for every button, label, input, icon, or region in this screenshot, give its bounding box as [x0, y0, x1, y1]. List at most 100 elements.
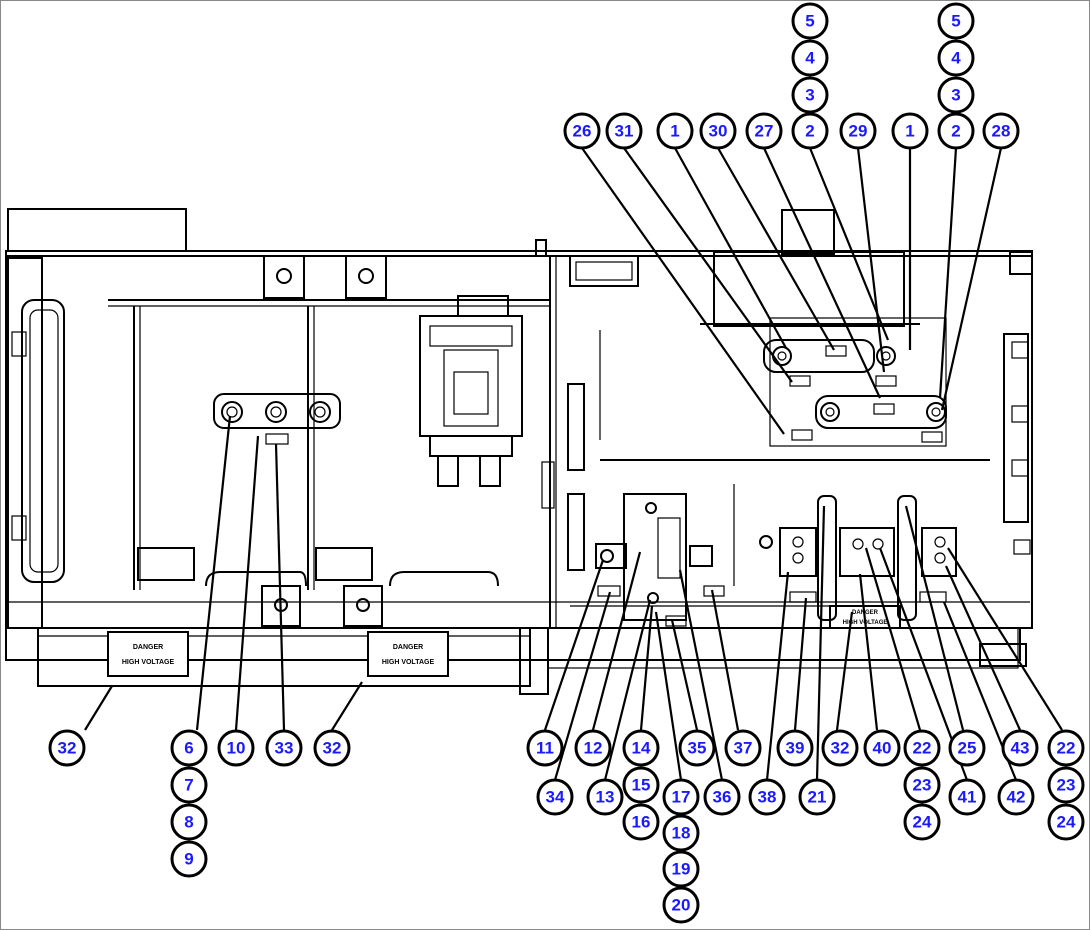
callout: 37 [724, 729, 762, 767]
callout-number: 32 [323, 739, 342, 758]
callout: 15 [622, 766, 660, 804]
callout: 1 [656, 112, 694, 150]
callout-number: 15 [632, 776, 651, 795]
callout: 5 [937, 2, 975, 40]
callout-number: 16 [632, 813, 651, 832]
callout-number: 30 [709, 122, 728, 141]
callout: 38 [748, 778, 786, 816]
callout: 29 [839, 112, 877, 150]
callout: 43 [1001, 729, 1039, 767]
callout-number: 31 [615, 122, 634, 141]
callout: 22 [1047, 729, 1085, 767]
callout: 4 [791, 39, 829, 77]
callout: 6 [170, 729, 208, 767]
callout: 42 [997, 778, 1035, 816]
callout: 34 [536, 778, 574, 816]
callout: 41 [948, 778, 986, 816]
callout-number: 20 [672, 896, 691, 915]
callout-number: 3 [805, 86, 814, 105]
callout: 13 [586, 778, 624, 816]
callout: 18 [662, 814, 700, 852]
callout: 32 [313, 729, 351, 767]
callout: 2 [791, 112, 829, 150]
callout: 23 [903, 766, 941, 804]
callout: 36 [703, 778, 741, 816]
callout-number: 26 [573, 122, 592, 141]
danger-sign [367, 631, 449, 677]
callout-number: 4 [951, 49, 961, 68]
callout: 33 [265, 729, 303, 767]
callout-number: 5 [805, 12, 814, 31]
callout: 3 [937, 76, 975, 114]
callout-number: 23 [1057, 776, 1076, 795]
callout: 35 [678, 729, 716, 767]
callout-number: 23 [913, 776, 932, 795]
callout: 21 [798, 778, 836, 816]
danger-sign-subtitle: HIGH VOLTAGE [382, 659, 435, 666]
callout-number: 27 [755, 122, 774, 141]
callout: 27 [745, 112, 783, 150]
callout: 19 [662, 850, 700, 888]
callouts: 32 6 7 8 9 10 33 32 11 34 12 13 14 15 16… [48, 2, 1085, 924]
callout-number: 43 [1011, 739, 1030, 758]
callout: 10 [217, 729, 255, 767]
callout-number: 14 [632, 739, 651, 758]
callout-number: 3 [951, 86, 960, 105]
callout: 17 [662, 778, 700, 816]
callout-number: 12 [584, 739, 603, 758]
callout-number: 5 [951, 12, 960, 31]
callout: 1 [891, 112, 929, 150]
callout: 28 [982, 112, 1020, 150]
callout-number: 22 [913, 739, 932, 758]
callout: 14 [622, 729, 660, 767]
callout: 16 [622, 803, 660, 841]
callout-number: 11 [536, 739, 554, 758]
callout-number: 9 [184, 850, 193, 869]
callout: 9 [170, 840, 208, 878]
callout-number: 28 [992, 122, 1011, 141]
callout-number: 25 [958, 739, 977, 758]
callout-number: 38 [758, 788, 777, 807]
callout: 20 [662, 886, 700, 924]
callout: 39 [776, 729, 814, 767]
callout-number: 1 [670, 122, 679, 141]
callout-number: 36 [713, 788, 732, 807]
callout-number: 1 [905, 122, 914, 141]
callout-number: 29 [849, 122, 868, 141]
callout-number: 17 [672, 788, 691, 807]
callout-number: 24 [913, 813, 932, 832]
callout: 32 [48, 729, 86, 767]
callout: 23 [1047, 766, 1085, 804]
callout-number: 33 [275, 739, 294, 758]
danger-sign-title: DANGER [133, 644, 163, 651]
callout-number: 35 [688, 739, 707, 758]
callout-number: 2 [951, 122, 960, 141]
callout: 26 [563, 112, 601, 150]
callout-number: 32 [58, 739, 77, 758]
callout-number: 37 [734, 739, 753, 758]
callout-number: 2 [805, 122, 814, 141]
callout: 32 [821, 729, 859, 767]
callout-number: 10 [227, 739, 246, 758]
callout-number: 24 [1057, 813, 1076, 832]
danger-sign [107, 631, 189, 677]
callout: 4 [937, 39, 975, 77]
callout-number: 39 [786, 739, 805, 758]
callout-number: 41 [958, 788, 977, 807]
callout-number: 13 [596, 788, 615, 807]
cabinet-drawing: DANGER HIGH VOLTAGE DANGER HIGH VOLTAGE … [5, 208, 1033, 695]
callout: 24 [1047, 803, 1085, 841]
callout-number: 42 [1007, 788, 1026, 807]
callout: 31 [605, 112, 643, 150]
callout: 8 [170, 803, 208, 841]
callout-number: 22 [1057, 739, 1076, 758]
callout: 3 [791, 76, 829, 114]
callout-number: 18 [672, 824, 691, 843]
callout: 11 [526, 729, 564, 767]
callout-number: 7 [184, 776, 193, 795]
callout-number: 40 [873, 739, 892, 758]
callout-number: 19 [672, 860, 691, 879]
callout: 12 [574, 729, 612, 767]
callout-number: 6 [184, 739, 193, 758]
